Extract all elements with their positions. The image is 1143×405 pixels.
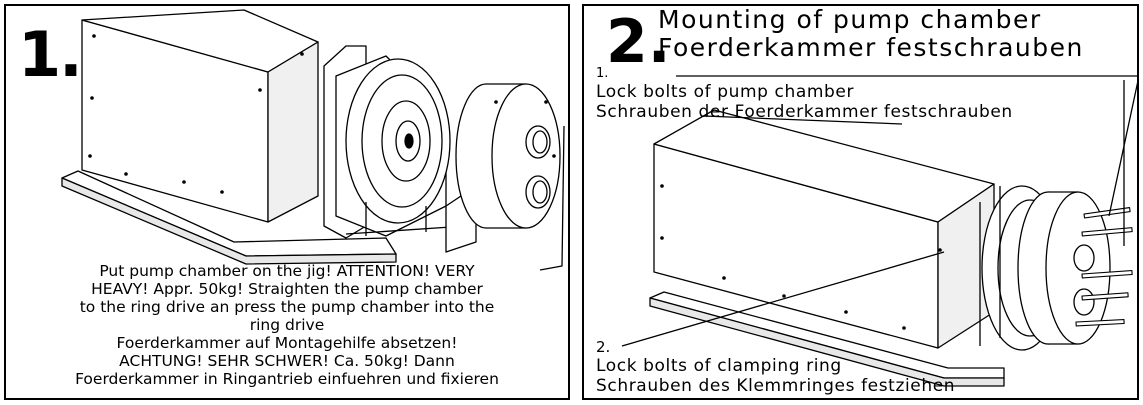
caption-line: ring drive	[249, 316, 325, 334]
step-number: 1.	[18, 18, 83, 91]
bolt-mounting-drawing	[621, 75, 1137, 387]
step-1-panel: 1. Put pump chamber on the jig! ATTENTIO…	[4, 4, 570, 400]
callout-1-english: Lock bolts of pump chamber	[596, 82, 855, 102]
title-english: Mounting of pump chamber	[658, 5, 1042, 34]
title-german: Foerderkammer festschrauben	[658, 33, 1084, 62]
step-title: Mounting of pump chamber Foerderkammer f…	[658, 6, 1084, 62]
callout-2-german: Schrauben des Klemmringes festziehen	[596, 376, 956, 396]
callout-2-english: Lock bolts of clamping ring	[596, 356, 842, 376]
step-1-caption: Put pump chamber on the jig! ATTENTION! …	[6, 262, 568, 388]
caption-line: ACHTUNG! SEHR SCHWER! Ca. 50kg! Dann	[119, 352, 455, 370]
callout-1-number: 1.	[596, 66, 609, 81]
caption-line: to the ring drive an press the pump cham…	[79, 298, 495, 316]
caption-line: HEAVY! Appr. 50kg! Straighten the pump c…	[91, 280, 483, 298]
pump-chamber-jig-drawing	[61, 9, 565, 271]
step-2-panel: 2. Mounting of pump chamber Foerderkamme…	[582, 4, 1139, 400]
caption-line: Foerderkammer in Ringantrieb einfuehren …	[75, 370, 499, 388]
caption-line: Put pump chamber on the jig! ATTENTION! …	[99, 262, 475, 280]
caption-line: Foerderkammer auf Montagehilfe absetzen!	[116, 334, 458, 352]
callout-1-german: Schrauben der Foerderkammer festschraube…	[596, 102, 1013, 122]
step-number: 2.	[606, 7, 671, 77]
callout-2-number: 2.	[596, 338, 611, 356]
